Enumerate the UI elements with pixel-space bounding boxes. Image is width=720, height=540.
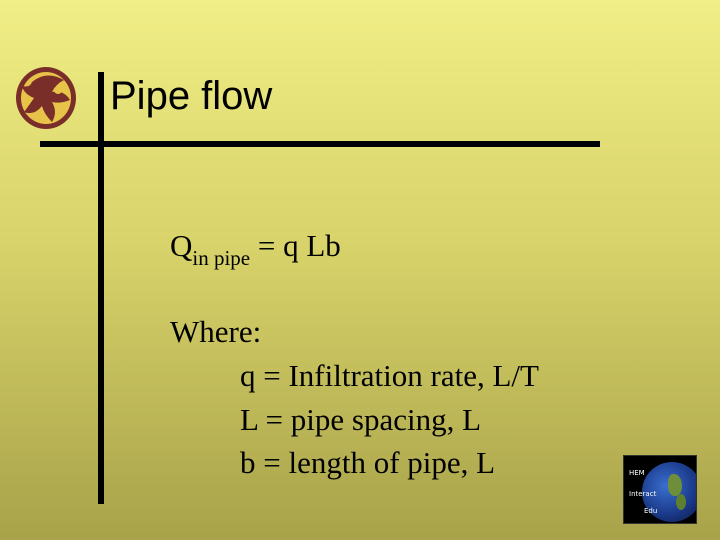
formula: Qin pipe = q Lb [170,226,341,270]
where-label: Where: [170,314,262,349]
formula-subscript: in pipe [192,246,251,270]
globe-badge-icon: HEM Interact Edu [623,455,697,524]
landmass-shape [676,494,686,510]
definition-l: L = pipe spacing, L [240,402,482,437]
slide-title: Pipe flow [110,74,273,118]
badge-text: HEM [629,469,645,477]
formula-rhs: = q Lb [250,228,341,263]
landmass-shape [668,474,682,496]
pegasus-logo-icon [16,67,76,129]
vertical-rule [98,72,104,504]
badge-text: Edu [644,507,658,515]
badge-text: Interact [629,490,657,498]
horizontal-rule [40,141,600,147]
definition-b: b = length of pipe, L [240,445,496,480]
definition-q: q = Infiltration rate, L/T [240,358,539,393]
formula-symbol: Q [170,228,193,263]
